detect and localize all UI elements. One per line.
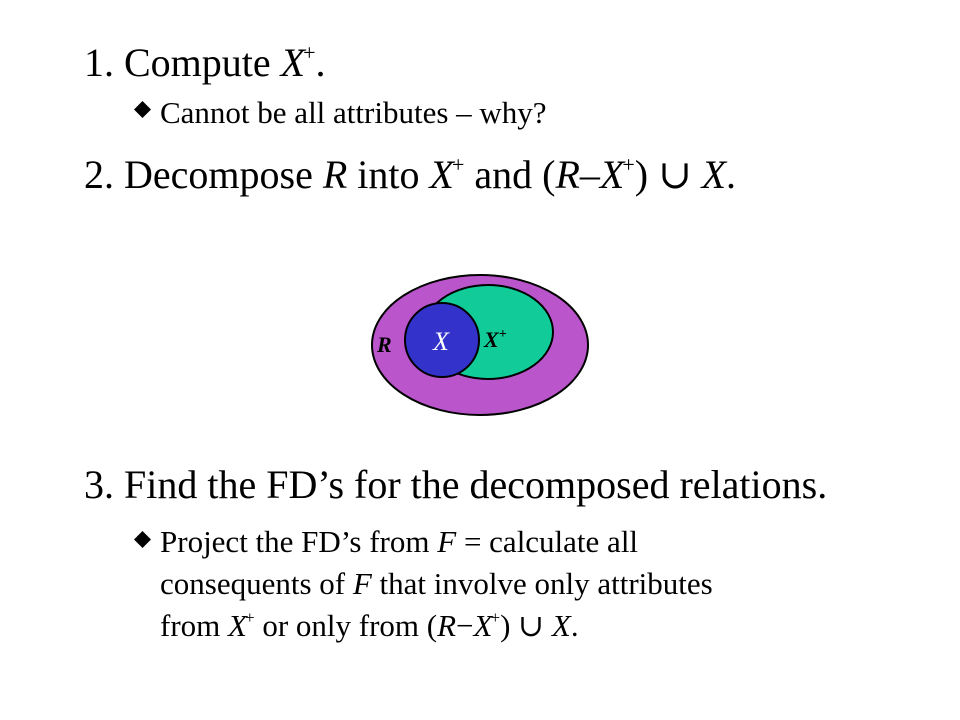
step-2-text-3: and ( [464,152,556,197]
step-2-heading: 2. Decompose R into X+ and (R–X+) ∪ X. [84,152,736,198]
step-2-text-5 [692,152,702,197]
step-3-b1-text-a: Project the FD’s from [160,524,438,559]
step-3-b3-sup: + [244,608,255,628]
step-2-text-1: Decompose [124,152,323,197]
label-r: R [376,332,392,357]
step-3-b1-text-b: = calculate all [456,524,639,559]
step-2-union: ∪ [658,152,692,197]
set-diagram: R X X+ [371,274,589,416]
step-2-end: . [726,152,737,197]
step-3-b3-text-a: from [160,608,229,643]
step-1-number: 1. [84,40,114,85]
step-3-b3-end: . [570,608,579,643]
step-3-bullet-line-3: from X+ or only from (R−X+) ∪ X. [160,608,579,644]
step-1-end: . [315,40,326,85]
step-1-heading: 1. Compute X+. [84,40,326,86]
step-3-b3-union: ∪ [518,608,545,643]
step-2-var-r2: R [555,152,580,197]
step-3-b3-var-r: R [437,608,457,643]
step-3-b3-minus: − [456,608,474,643]
diamond-bullet-icon [134,101,151,118]
step-3-b3-var-x3: X [551,608,571,643]
step-3-b2-text-a: consequents of [160,566,353,601]
step-3-b3-text-d [544,608,552,643]
step-3-bullet-line-1: Project the FD’s from F = calculate all [160,524,638,560]
step-1-sup: + [303,39,316,65]
step-3-bullet-line-2: consequents of F that involve only attri… [160,566,713,602]
label-xplus-var: X [483,327,500,352]
step-3-b2-var-f: F [352,566,372,601]
step-1-text: Compute [124,40,281,85]
step-3-b2-text-b: that involve only attributes [371,566,713,601]
diamond-bullet-icon [134,531,151,548]
step-3-b3-text-b: or only from ( [254,608,438,643]
step-3-b3-sup-2: + [490,608,501,628]
step-2-sup-2: + [622,151,635,177]
label-xplus-sup: + [499,327,507,342]
step-3-heading: 3. Find the FD’s for the decomposed rela… [84,462,827,508]
step-3-number: 3. [84,462,114,507]
step-2-sup-1: + [451,151,465,177]
step-2-var-r: R [322,152,348,197]
step-2-var-x2: X [599,152,625,197]
step-2-var-x3: X [701,152,727,197]
step-3-b1-var-f: F [437,524,457,559]
step-2-text-2: into [347,152,430,197]
step-3-b3-var-x: X [228,608,247,643]
inner-circle-x [404,302,480,378]
step-3-b3-text-c: ) [500,608,519,643]
label-xplus: X+ [483,327,507,352]
label-x: X [432,327,450,356]
step-3-b3-var-x2: X [473,608,493,643]
step-2-var-x: X [429,152,454,197]
step-3-text: Find the FD’s for the decomposed relatio… [124,462,828,507]
step-1-var-x: X [280,40,306,85]
step-2-text-4: ) [634,152,659,197]
step-1-bullet: Cannot be all attributes – why? [160,95,547,130]
step-2-number: 2. [84,152,114,197]
step-2-minus: – [579,152,600,197]
